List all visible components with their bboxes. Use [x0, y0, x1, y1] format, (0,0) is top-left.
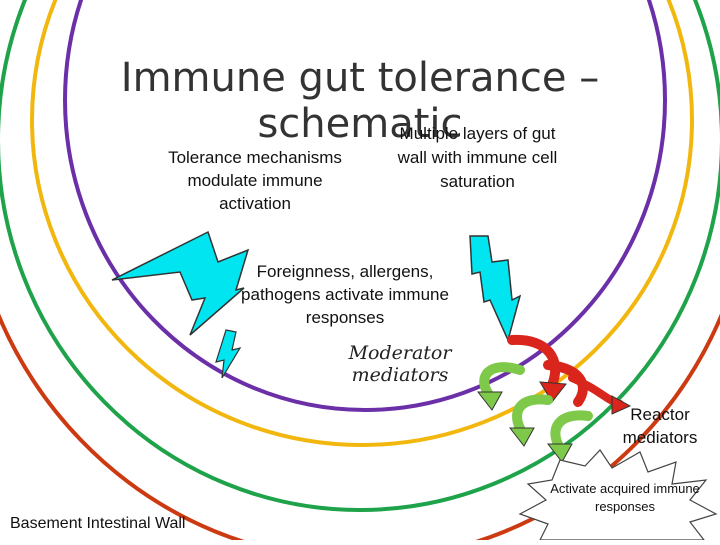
curved-arrow-icon [508, 394, 553, 447]
ring-yellow [30, 0, 694, 447]
ring-purple [63, 0, 667, 412]
lightning-bolt-icon [215, 329, 242, 379]
diagram-title: Immune gut tolerance – schematic [120, 55, 600, 147]
label-acquired: Activate acquired immune responses [550, 481, 700, 514]
ring-green [0, 0, 720, 512]
starburst-icon [518, 449, 718, 541]
lightning-bolt-icon [469, 235, 522, 343]
label-foreignness: Foreignness, allergens, pathogens activa… [241, 262, 449, 327]
label-reactor: Reactor mediators [622, 405, 698, 447]
label-basement: Basement Intestinal Wall [10, 515, 186, 532]
curved-arrow-icon [507, 334, 567, 403]
label-tolerance: Tolerance mechanisms modulate immune act… [168, 148, 342, 213]
label-layers: Multiple layers of gut wall with immune … [397, 124, 558, 191]
curved-arrow-icon [543, 360, 632, 415]
curved-arrow-icon [546, 410, 593, 463]
lightning-bolt-icon [111, 230, 250, 336]
label-moderator: Moderator mediators [348, 342, 452, 386]
curved-arrow-icon [476, 362, 525, 411]
